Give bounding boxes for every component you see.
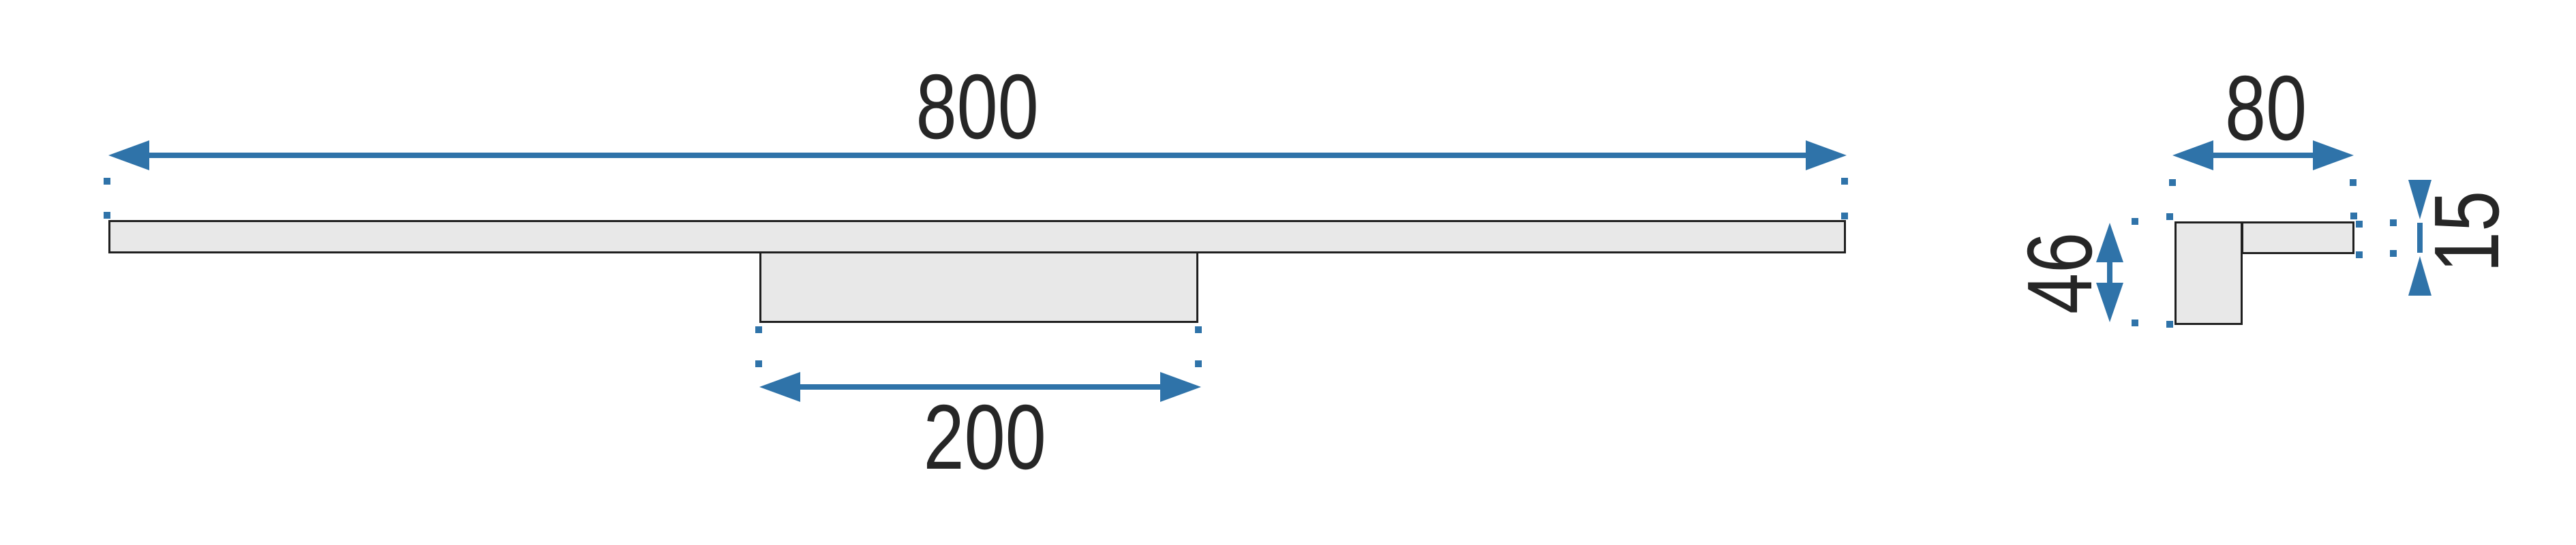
- extension-dot: [1841, 213, 1848, 219]
- extension-dot: [2350, 179, 2357, 186]
- extension-dot: [104, 212, 110, 219]
- dim-800-value: 800: [915, 54, 1040, 158]
- arrowhead-up-icon: [2408, 256, 2431, 296]
- dim-200-value: 200: [923, 385, 1047, 488]
- arrowhead-left-icon: [759, 372, 800, 402]
- extension-dot: [2166, 213, 2173, 220]
- extension-dot: [1195, 360, 1202, 367]
- extension-dot: [1841, 178, 1848, 185]
- arrowhead-down-icon: [2408, 180, 2431, 219]
- arrowhead-down-icon: [2096, 283, 2123, 322]
- dim-15-label: 15: [2415, 95, 2518, 368]
- extension-dot: [1195, 326, 1202, 333]
- dim-80-value: 80: [2224, 56, 2307, 159]
- side-view-flange: [2241, 221, 2354, 254]
- dim-800-line: [148, 153, 1807, 158]
- extension-dot: [2169, 179, 2176, 186]
- extension-dot: [2390, 250, 2397, 257]
- arrowhead-left-icon: [108, 140, 149, 170]
- dim-200-label: 200: [849, 391, 1121, 483]
- dim-15-line: [2417, 223, 2423, 253]
- extension-dot: [2132, 218, 2138, 225]
- extension-dot: [755, 360, 762, 367]
- extension-dot: [2132, 320, 2138, 326]
- front-view-lamp-bar: [108, 220, 1846, 253]
- dim-80-label: 80: [2130, 62, 2402, 154]
- front-view-mounting-bracket: [759, 251, 1198, 323]
- dim-200-line: [799, 384, 1162, 390]
- dim-15-value: 15: [2414, 190, 2518, 273]
- extension-dot: [104, 178, 110, 185]
- extension-dot: [2356, 251, 2363, 258]
- dim-800-label: 800: [841, 61, 1114, 153]
- side-view-body: [2175, 221, 2243, 325]
- arrowhead-up-icon: [2096, 223, 2123, 262]
- dim-46-line: [2107, 253, 2112, 293]
- extension-dot: [755, 326, 762, 333]
- extension-dot: [2166, 321, 2173, 328]
- dim-46-value: 46: [2007, 232, 2111, 315]
- dim-80-line: [2212, 153, 2314, 158]
- extension-dot: [2390, 219, 2397, 226]
- extension-dot: [2356, 221, 2363, 228]
- arrowhead-right-icon: [1806, 140, 1847, 170]
- dim-46-label: 46: [2008, 137, 2111, 409]
- arrowhead-right-icon: [2313, 140, 2354, 170]
- arrowhead-right-icon: [1160, 372, 1201, 402]
- extension-dot: [2350, 213, 2357, 219]
- arrowhead-left-icon: [2172, 140, 2213, 170]
